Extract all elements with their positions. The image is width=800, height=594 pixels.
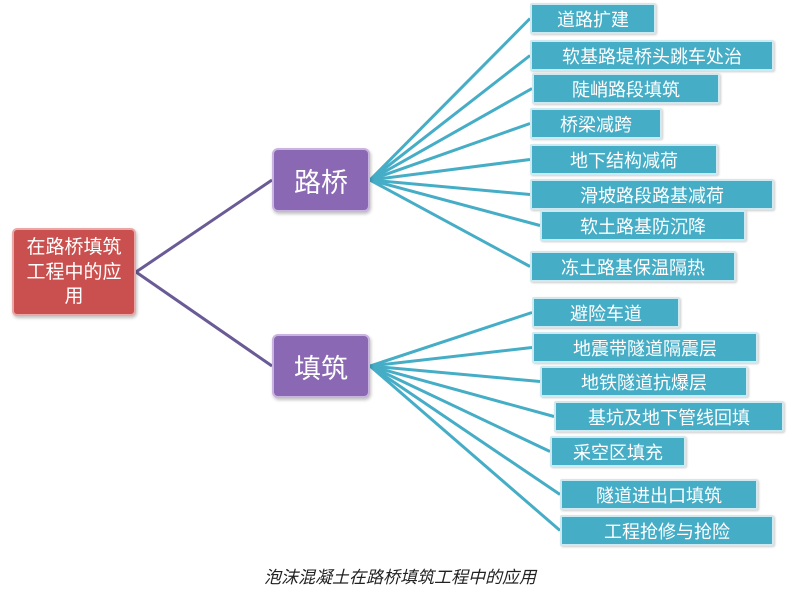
leaf-node: 桥梁减跨 bbox=[530, 108, 662, 139]
leaf-node: 陡峭路段填筑 bbox=[532, 73, 720, 104]
connector-line bbox=[369, 122, 531, 182]
branch-node-luqiao: 路桥 bbox=[272, 148, 370, 212]
connector-line bbox=[369, 87, 533, 182]
branch-node-tianzhu: 填筑 bbox=[272, 334, 370, 398]
connector-line bbox=[369, 364, 551, 453]
leaf-node: 地下结构减荷 bbox=[530, 144, 718, 175]
connector-line bbox=[369, 364, 561, 532]
connector-line bbox=[135, 178, 273, 274]
connector-line bbox=[369, 178, 531, 196]
leaf-node: 冻土路基保温隔热 bbox=[530, 251, 736, 282]
leaf-node: 基坑及地下管线回填 bbox=[554, 401, 784, 432]
figure-caption: 泡沫混凝土在路桥填筑工程中的应用 bbox=[264, 568, 536, 588]
connector-line bbox=[368, 17, 532, 182]
connector-line bbox=[369, 364, 541, 383]
connector-line bbox=[369, 178, 541, 227]
leaf-node: 软基路堤桥头跳车处治 bbox=[530, 40, 774, 71]
leaf-node: 工程抢修与抢险 bbox=[560, 515, 774, 546]
leaf-node: 隧道进出口填筑 bbox=[560, 479, 758, 510]
connector-line bbox=[369, 346, 533, 368]
connector-line bbox=[369, 54, 531, 182]
leaf-node: 道路扩建 bbox=[530, 3, 656, 34]
root-node: 在路桥填筑工程中的应用 bbox=[12, 228, 136, 316]
leaf-node: 滑坡路段路基减荷 bbox=[530, 179, 774, 210]
connector-line bbox=[135, 270, 273, 368]
leaf-node: 采空区填充 bbox=[550, 436, 686, 467]
leaf-node: 软土路基防沉降 bbox=[540, 210, 746, 241]
connector-line bbox=[369, 158, 531, 182]
leaf-node: 地铁隧道抗爆层 bbox=[540, 366, 748, 397]
connector-line bbox=[369, 364, 561, 496]
leaf-node: 地震带隧道隔震层 bbox=[532, 332, 758, 363]
leaf-node: 避险车道 bbox=[532, 297, 680, 328]
connector-line bbox=[369, 178, 531, 268]
connector-line bbox=[369, 311, 533, 368]
connector-line bbox=[369, 364, 555, 418]
